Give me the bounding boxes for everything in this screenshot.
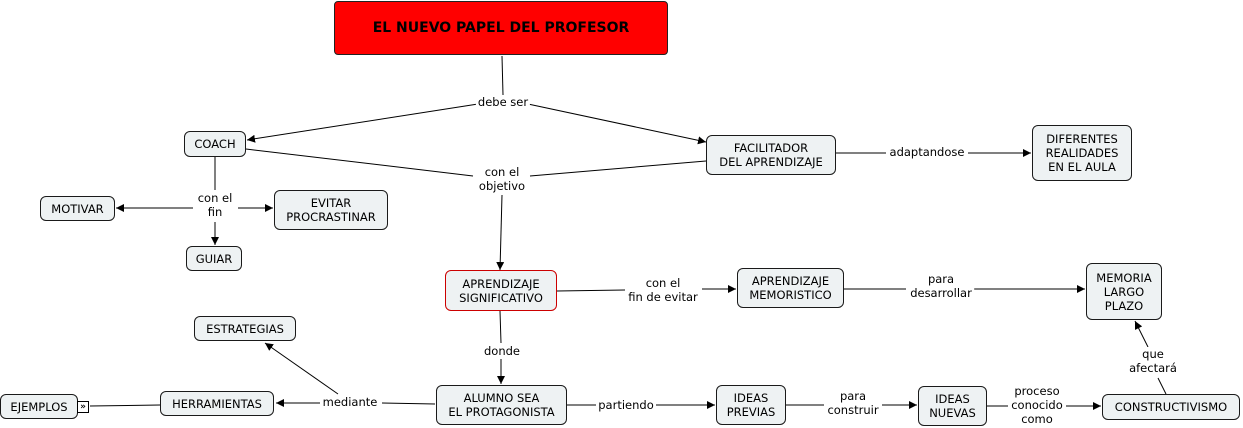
connector-coach-objetivo [245,148,474,177]
estrategias-node[interactable]: ESTRATEGIAS [194,316,296,341]
link-label-para-construir: para construir [825,389,881,417]
motivar-node[interactable]: MOTIVAR [40,196,115,221]
connector-debe-ser-coach [246,103,479,143]
ejemplos-node[interactable]: EJEMPLOS [0,394,78,419]
link-label-adaptandose: adaptandose [887,145,967,159]
connector-debe-ser-facilitador [527,103,707,145]
herramientas-node[interactable]: HERRAMIENTAS [160,391,274,416]
aprendizaje-memoristico-node[interactable]: APRENDIZAJE MEMORISTICO [737,268,844,308]
ideas-nuevas-node[interactable]: IDEAS NUEVAS [918,386,987,426]
connector-significativo-donde [499,310,502,344]
link-label-donde: donde [482,344,522,358]
guiar-node[interactable]: GUIAR [186,246,242,271]
evitar-procrastinar-node[interactable]: EVITAR PROCRASTINAR [274,190,388,230]
connector-title-debe-ser [501,55,504,96]
ideas-previas-node[interactable]: IDEAS PREVIAS [716,385,786,425]
coach-node[interactable]: COACH [184,131,246,157]
connector-significativo-fin-evitar [556,289,626,292]
memoria-largo-plazo-node[interactable]: MEMORIA LARGO PLAZO [1086,263,1162,320]
link-label-con-el-fin-de-evitar: con el fin de evitar [626,276,700,304]
link-label-partiendo: partiendo [596,398,656,412]
connector-objetivo-aprendizaje [496,194,505,271]
link-label-proceso-conocido-como: proceso conocido como [1009,384,1065,426]
connector-alumno-mediante [381,402,436,405]
link-label-para-desarrollar: para desarrollar [908,272,974,300]
connector-mediante-estrategias [264,342,339,395]
diferentes-realidades-node[interactable]: DIFERENTES REALIDADES EN EL AULA [1032,125,1132,181]
link-label-que-afectara: que afectará [1127,347,1179,375]
constructivismo-node[interactable]: CONSTRUCTIVISMO [1102,394,1240,420]
link-label-con-el-fin: con el fin [195,191,235,219]
link-label-debe-ser: debe ser [475,95,531,109]
connector-herramientas-ejemplos [89,404,161,407]
title-node[interactable]: EL NUEVO PAPEL DEL PROFESOR [334,1,668,55]
link-label-mediante: mediante [320,395,380,409]
expand-arrows-icon[interactable]: » [77,401,89,413]
connector-afectara-memoria [1134,320,1149,348]
connector-facilitador-objetivo [529,160,707,177]
alumno-protagonista-node[interactable]: ALUMNO SEA EL PROTAGONISTA [436,385,567,425]
facilitador-node[interactable]: FACILITADOR DEL APRENDIZAJE [706,135,836,175]
link-label-con-el-objetivo: con el objetivo [476,165,528,193]
aprendizaje-significativo-node[interactable]: APRENDIZAJE SIGNIFICATIVO [445,270,557,311]
connector-constructivismo-afectara [1157,377,1167,395]
